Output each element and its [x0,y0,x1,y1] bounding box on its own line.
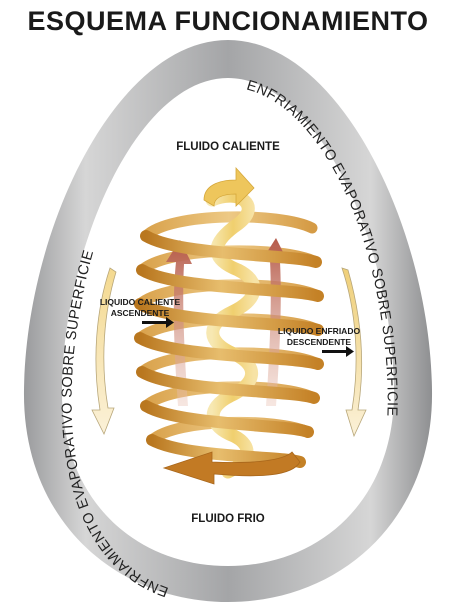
cold-fluid-label: FLUIDO FRIO [191,513,265,525]
descending-cool-arrow-left [91,267,117,435]
descending-liquid-pointer-arrow [322,346,354,357]
rising-hot-arrow-left [166,240,192,406]
descending-liquid-label-line2: DESCENDENTE [287,337,352,347]
hot-fluid-label: FLUIDO CALIENTE [176,141,280,153]
descending-cool-arrow-right [341,267,367,438]
rising-liquid-pointer-arrow [142,317,174,328]
cold-fluid-inlet-arrow [162,451,301,485]
rising-liquid-label-line1: LIQUIDO CALIENTE [100,297,181,307]
diagram-title: ESQUEMA FUNCIONAMIENTO [27,6,429,36]
hot-fluid-outlet-arrow [203,166,255,207]
rising-liquid-label-line2: ASCENDENTE [111,308,170,318]
inner-hot-coil [205,189,261,479]
descending-liquid-label-line1: LIQUIDO ENFRIADO [278,326,361,336]
